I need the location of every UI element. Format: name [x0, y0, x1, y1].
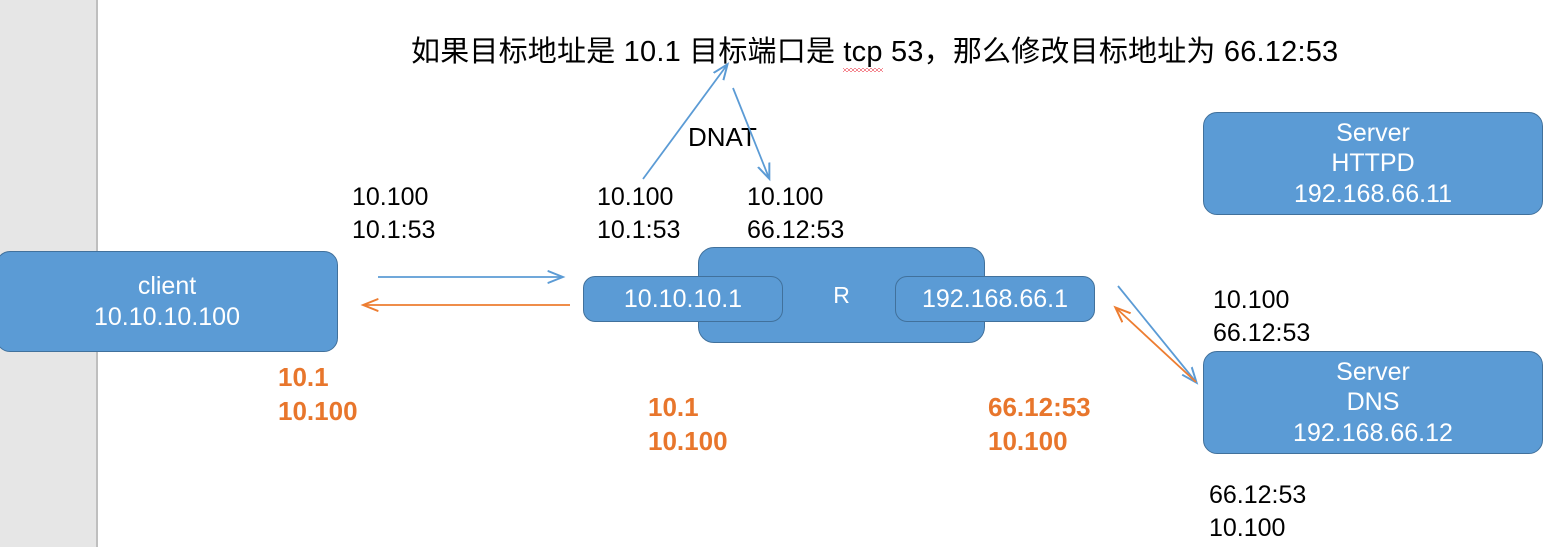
packet-src: 66.12:53: [1209, 481, 1307, 509]
packet-dst: 10.1:53: [352, 216, 436, 244]
node-dns-ip: 192.168.66.12: [1293, 418, 1453, 447]
nat-label-client-side: 10.1 10.100: [278, 360, 358, 429]
nat-label-line1: 66.12:53: [988, 392, 1091, 422]
title-prefix: 如果目标地址是 10.1 目标端口是: [411, 36, 844, 68]
packet-src: 10.100: [747, 183, 824, 211]
packet-label-client-out: 10.100 10.1:53: [352, 181, 435, 247]
node-httpd-service: HTTPD: [1331, 149, 1415, 178]
node-server-dns[interactable]: Server DNS 192.168.66.12: [1203, 351, 1543, 454]
arrow-request-router-to-dns: [1117, 285, 1196, 382]
node-client-ip: 10.10.10.100: [94, 302, 240, 331]
title-suffix: 53，那么修改目标地址为 66.12:53: [882, 36, 1339, 68]
title-flagged-word: tcp: [843, 36, 884, 72]
node-server-httpd[interactable]: Server HTTPD 192.168.66.11: [1203, 112, 1543, 215]
nat-label-router-lan: 10.1 10.100: [648, 390, 728, 459]
node-httpd-ip: 192.168.66.11: [1293, 179, 1453, 208]
packet-label-router-out: 10.100 66.12:53: [747, 181, 844, 247]
nat-label-line2: 10.100: [988, 426, 1068, 457]
packet-dst: 10.100: [1209, 514, 1286, 542]
nat-label-router-wan: 66.12:53 10.100: [988, 390, 1091, 459]
router-wan-interface[interactable]: 192.168.66.1: [895, 276, 1095, 322]
node-dns-service: DNS: [1346, 388, 1400, 417]
packet-dst: 10.1:53: [597, 216, 681, 244]
dnat-label: DNAT: [688, 122, 757, 152]
node-client-name: client: [137, 272, 197, 300]
packet-dst: 66.12:53: [1213, 319, 1311, 347]
node-client[interactable]: client 10.10.10.100: [0, 251, 338, 352]
node-router-name: R: [833, 281, 850, 308]
node-dns-role: Server: [1336, 357, 1410, 386]
arrow-reply-dns-to-router: [1116, 308, 1197, 383]
packet-src: 10.100: [352, 183, 429, 211]
packet-dst: 66.12:53: [747, 216, 845, 244]
packet-src: 10.100: [1213, 286, 1290, 314]
packet-label-router-in: 10.100 10.1:53: [597, 181, 680, 247]
nat-label-line1: 10.1: [648, 392, 699, 422]
nat-label-line1: 10.1: [278, 362, 329, 392]
node-httpd-role: Server: [1336, 118, 1410, 147]
packet-src: 10.100: [597, 183, 674, 211]
packet-label-dns-in: 10.100 66.12:53: [1213, 284, 1310, 350]
router-lan-interface[interactable]: 10.10.10.1: [583, 276, 783, 322]
nat-label-line2: 10.100: [278, 396, 358, 427]
packet-label-dns-out: 66.12:53 10.100: [1209, 479, 1306, 545]
nat-label-line2: 10.100: [648, 426, 728, 457]
page-title: 如果目标地址是 10.1 目标端口是 tcp 53，那么修改目标地址为 66.1…: [411, 28, 1339, 72]
